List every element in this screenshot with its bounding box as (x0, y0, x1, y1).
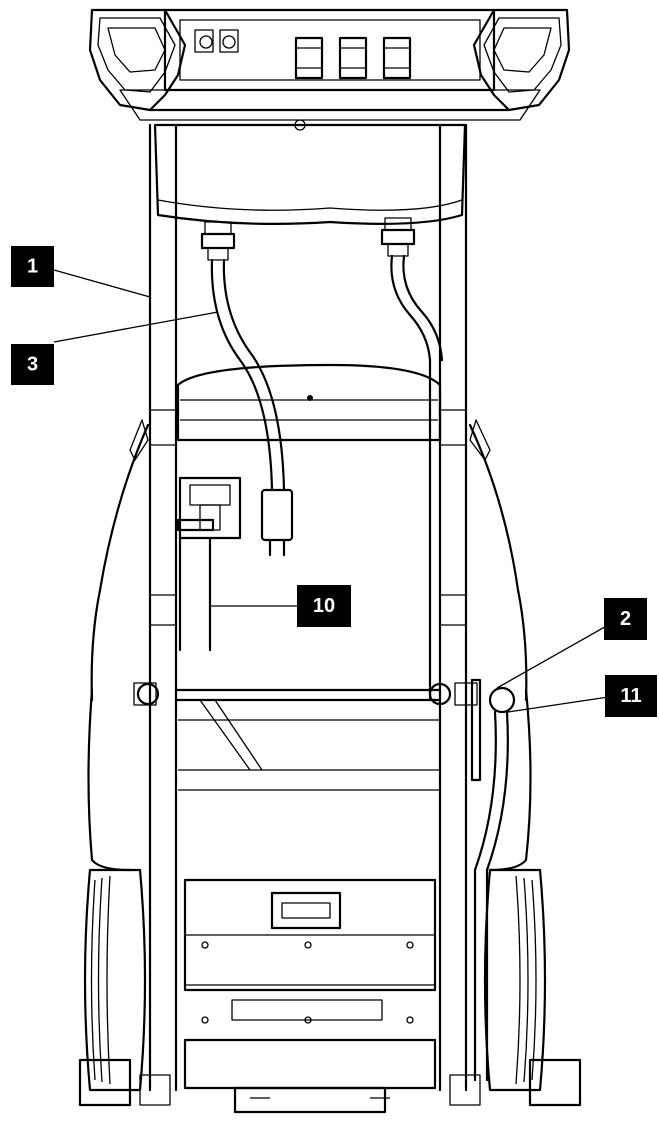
lower-body (87, 688, 532, 1114)
control-buttons (294, 36, 412, 80)
mounting-bracket (176, 476, 242, 652)
frame-rails (148, 123, 468, 1092)
callout-11: 11 (605, 675, 657, 717)
leader-lines (53, 269, 616, 713)
left-wheel (78, 868, 171, 1107)
upper-housing (153, 123, 467, 225)
hose-assembly (200, 217, 444, 702)
middle-body (90, 363, 528, 702)
callout-label-1: 1 (27, 256, 38, 278)
control-knobs (194, 29, 239, 53)
top-handle-assembly (88, 8, 571, 131)
right-wheel (449, 868, 582, 1107)
leader-line-3 (53, 311, 219, 343)
callout-1: 1 (11, 246, 54, 287)
callout-2: 2 (604, 598, 647, 640)
callout-label-10: 10 (313, 595, 335, 617)
callout-label-2: 2 (620, 608, 631, 630)
callout-3: 3 (11, 344, 54, 385)
callout-label-3: 3 (27, 354, 38, 376)
leader-line-11 (507, 695, 616, 713)
callout-label-11: 11 (620, 685, 641, 707)
leader-line-2 (496, 623, 611, 689)
callout-10: 10 (297, 585, 351, 627)
leader-line-1 (53, 269, 151, 298)
axle-crossbar (133, 682, 478, 771)
side-lever (470, 678, 516, 1082)
